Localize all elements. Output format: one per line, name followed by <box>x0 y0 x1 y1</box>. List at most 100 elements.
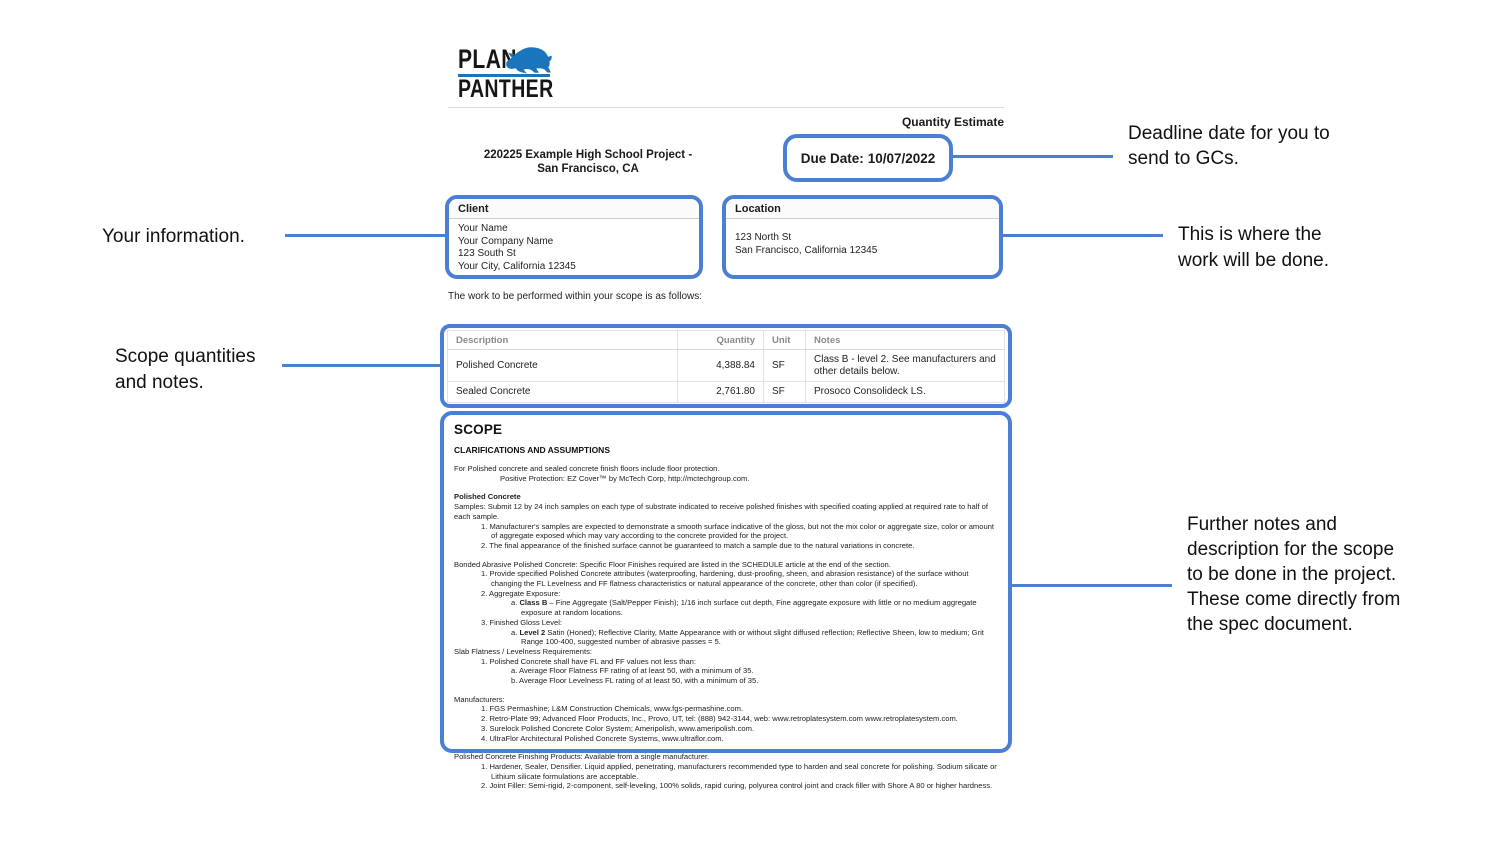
scope-line-text: a. <box>511 627 520 637</box>
quantities-table-highlight: Description Quantity Unit Notes Polished… <box>440 324 1012 408</box>
scope-subtitle: CLARIFICATIONS AND ASSUMPTIONS <box>454 445 610 455</box>
scope-line-text: a. <box>511 598 520 608</box>
panther-icon <box>506 47 552 74</box>
column-header-notes: Notes <box>805 330 1005 350</box>
scope-line-bold-text: Polished Concrete <box>454 492 521 502</box>
scope-line-text: – Fine Aggregate (Salt/Pepper Finish); 1… <box>521 598 977 618</box>
scope-block: For Polished concrete and sealed concret… <box>454 464 998 483</box>
table-cell-unit: SF <box>763 381 806 403</box>
scope-line: a. Level 2 Satin (Honed); Reflective Cla… <box>454 628 998 647</box>
logo-underline <box>458 74 550 77</box>
annotation-line: description for the scope <box>1187 539 1395 560</box>
scope-line: 2. Retro-Plate 99; Advanced Floor Produc… <box>454 714 998 724</box>
scope-blocks: For Polished concrete and sealed concret… <box>454 464 998 791</box>
scope-line-text: Positive Protection: EZ Cover™ by McTech… <box>500 473 750 483</box>
due-date-label: Due Date: <box>800 150 864 166</box>
table-cell-unit: SF <box>763 349 806 382</box>
due-date-value: 10/07/2022 <box>867 150 936 166</box>
scope-line: a. Average Floor Flatness FF rating of a… <box>454 666 998 676</box>
column-header-unit: Unit <box>763 330 806 350</box>
scope-line: 1. Manufacturer's samples are expected t… <box>454 522 998 541</box>
scope-line: b. Average Floor Levelness FL rating of … <box>454 676 998 686</box>
scope-line-bold-text: Class B <box>519 598 548 608</box>
annotation-line: Further notes and <box>1187 514 1337 535</box>
card-line: 123 North St <box>735 232 792 243</box>
scope-line-text: For Polished concrete and sealed concret… <box>454 464 720 473</box>
due-date-highlight-box: Due Date: 10/07/2022 <box>783 134 953 182</box>
column-header-quantity: Quantity <box>677 330 764 350</box>
project-title-line2: San Francisco, CA <box>537 163 639 175</box>
annotation-line: Deadline date for you to <box>1128 123 1330 144</box>
client-card-header: Client <box>449 199 699 219</box>
scope-line: 1. Polished Concrete shall have FL and F… <box>454 657 998 667</box>
scope-title: SCOPE <box>454 422 503 437</box>
scope-line-text: Samples: Submit 12 by 24 inch samples on… <box>454 502 988 521</box>
scope-line-text: Manufacturers: <box>454 694 505 704</box>
scope-line-text: 4. UltraFlor Architectural Polished Conc… <box>481 733 724 743</box>
scope-line-text: 2. Joint Filler: Semi-rigid, 2-component… <box>481 781 993 791</box>
card-line: 123 South St <box>458 248 516 259</box>
logo-text-panther: PANTHER <box>458 75 554 103</box>
project-title-line1: 220225 Example High School Project - <box>483 149 693 161</box>
table-header-row: Description Quantity Unit Notes <box>447 330 1005 350</box>
project-title: 220225 Example High School Project - San… <box>443 148 733 176</box>
scope-line: 2. Joint Filler: Semi-rigid, 2-component… <box>454 781 998 791</box>
card-line: San Francisco, California 12345 <box>735 244 878 256</box>
scope-line-text: 3. Finished Gloss Level: <box>481 617 563 627</box>
scope-line-text: 1. FGS Permashine; L&M Construction Chem… <box>481 704 744 714</box>
scope-line-text: Slab Flatness / Levelness Requirements: <box>454 646 593 656</box>
scope-line-text: Bonded Abrasive Polished Concrete: Speci… <box>454 559 891 569</box>
annotation-line: This is where the <box>1178 224 1322 245</box>
scope-line: Manufacturers: <box>454 695 998 705</box>
logo-text-plan: PLAN <box>458 44 517 74</box>
scope-line: 1. Provide specified Polished Concrete a… <box>454 569 998 588</box>
scope-line-text: 3. Surelock Polished Concrete Color Syst… <box>481 723 755 733</box>
annotation-line: send to GCs. <box>1128 148 1239 169</box>
annotation-line: These come directly from <box>1187 589 1401 610</box>
connector-line-location <box>1003 234 1163 237</box>
header-divider <box>448 107 1004 108</box>
scope-line: 3. Surelock Polished Concrete Color Syst… <box>454 724 998 734</box>
connector-line-deadline <box>952 155 1113 158</box>
scope-line: 2. Aggregate Exposure: <box>454 589 998 599</box>
table-cell-description: Polished Concrete <box>447 349 678 382</box>
scope-line: 4. UltraFlor Architectural Polished Conc… <box>454 734 998 744</box>
connector-line-scope-notes <box>1012 584 1172 587</box>
annotation-line: to be done in the project. <box>1187 564 1397 585</box>
scope-line: Samples: Submit 12 by 24 inch samples on… <box>454 502 998 521</box>
table-cell-description: Sealed Concrete <box>447 381 678 403</box>
scope-section: SCOPE CLARIFICATIONS AND ASSUMPTIONS For… <box>440 411 1012 790</box>
card-line: Your Name <box>458 223 508 234</box>
annotation-line: Scope quantities <box>115 346 256 367</box>
document-type-label: Quantity Estimate <box>901 115 1004 129</box>
scope-line-bold-text: Level 2 <box>519 627 546 637</box>
scope-line: Positive Protection: EZ Cover™ by McTech… <box>454 474 998 484</box>
scope-line-text: b. Average Floor Levelness FL rating of … <box>511 676 759 686</box>
scope-line-text: 2. Aggregate Exposure: <box>481 588 561 598</box>
table-cell-quantity: 4,388.84 <box>677 349 764 382</box>
scope-line: a. Class B – Fine Aggregate (Salt/Pepper… <box>454 598 998 617</box>
scope-line-text: 1. Hardener, Sealer, Densifier. Liquid a… <box>481 761 997 781</box>
scope-line: Polished Concrete <box>454 492 998 502</box>
table-cell-quantity: 2,761.80 <box>677 381 764 403</box>
scope-line: For Polished concrete and sealed concret… <box>454 464 998 474</box>
scope-line: Slab Flatness / Levelness Requirements: <box>454 647 998 657</box>
connector-line-scope-quantities <box>282 364 440 367</box>
quantities-table: Description Quantity Unit Notes Polished… <box>447 330 1005 403</box>
scope-intro-text: The work to be performed within your sco… <box>448 291 702 302</box>
scope-line: 2. The final appearance of the finished … <box>454 541 998 551</box>
scope-line-text: Satin (Honed); Reflective Clarity, Matte… <box>521 627 984 647</box>
location-card-header: Location <box>726 199 999 219</box>
scope-line-text: 1. Manufacturer's samples are expected t… <box>481 521 995 541</box>
annotation-line: Your information. <box>102 226 245 247</box>
annotation-scope-notes: Further notes and description for the sco… <box>1187 512 1400 637</box>
scope-line: 3. Finished Gloss Level: <box>454 618 998 628</box>
annotation-line: and notes. <box>115 372 204 393</box>
